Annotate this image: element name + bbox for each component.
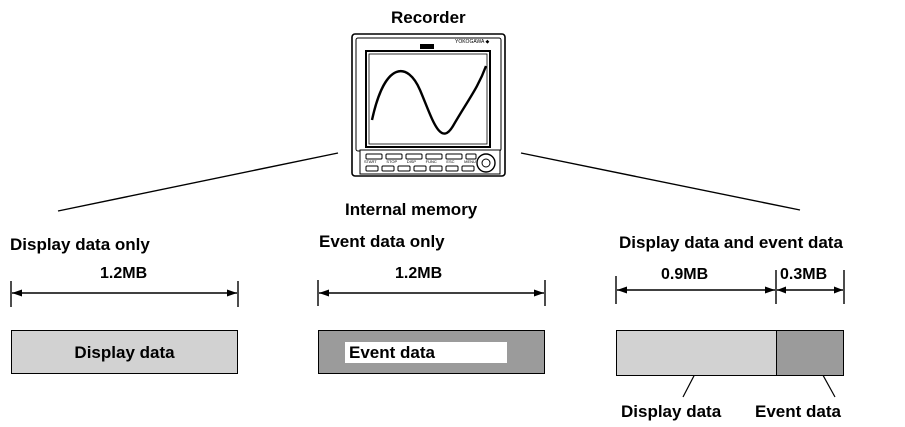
button-label-menu: MENU: [464, 159, 476, 164]
bar-label-event: Event data: [349, 343, 435, 362]
heading-event-only: Event data only: [319, 232, 445, 251]
heading-display-only: Display data only: [10, 235, 150, 254]
dimension-display-and-event: [615, 270, 845, 304]
dimension-event-only: [317, 280, 546, 306]
size-label-event-only: 1.2MB: [395, 265, 443, 282]
connector-right-line: [520, 152, 801, 211]
bar-event-part: [776, 330, 844, 376]
event-label-box: [345, 342, 507, 363]
recorder-brand: YOKOGAWA ◆: [455, 39, 490, 45]
button-label-stop: STOP: [386, 159, 398, 164]
bar-display-part: [616, 330, 777, 376]
waveform-trace: [370, 65, 488, 135]
callout-display-data: Display data: [621, 402, 722, 421]
callout-event-data: Event data: [755, 402, 841, 421]
recorder-title: Recorder: [391, 8, 466, 27]
button-label-esc: ESC: [446, 159, 455, 164]
button-label-func: FUNC: [425, 159, 437, 164]
size-label-display-only: 1.2MB: [100, 265, 148, 282]
bar-label-display: Display data: [74, 343, 175, 362]
bar-event-only: Event data: [318, 330, 545, 374]
size-label-event-part: 0.3MB: [780, 266, 828, 283]
recorder-button-labels: START STOP DISP FUNC ESC MENU: [364, 160, 476, 164]
heading-display-and-event: Display data and event data: [619, 233, 843, 252]
dimension-display-only: [10, 281, 239, 307]
button-label-start: START: [364, 159, 377, 164]
internal-memory-label: Internal memory: [345, 200, 478, 219]
button-label-disp: DISP: [406, 159, 417, 164]
recorder-device: [351, 33, 506, 177]
connector-left-line: [57, 152, 339, 212]
size-label-display-part: 0.9MB: [661, 266, 709, 283]
bar-display-only: Display data: [11, 330, 238, 374]
